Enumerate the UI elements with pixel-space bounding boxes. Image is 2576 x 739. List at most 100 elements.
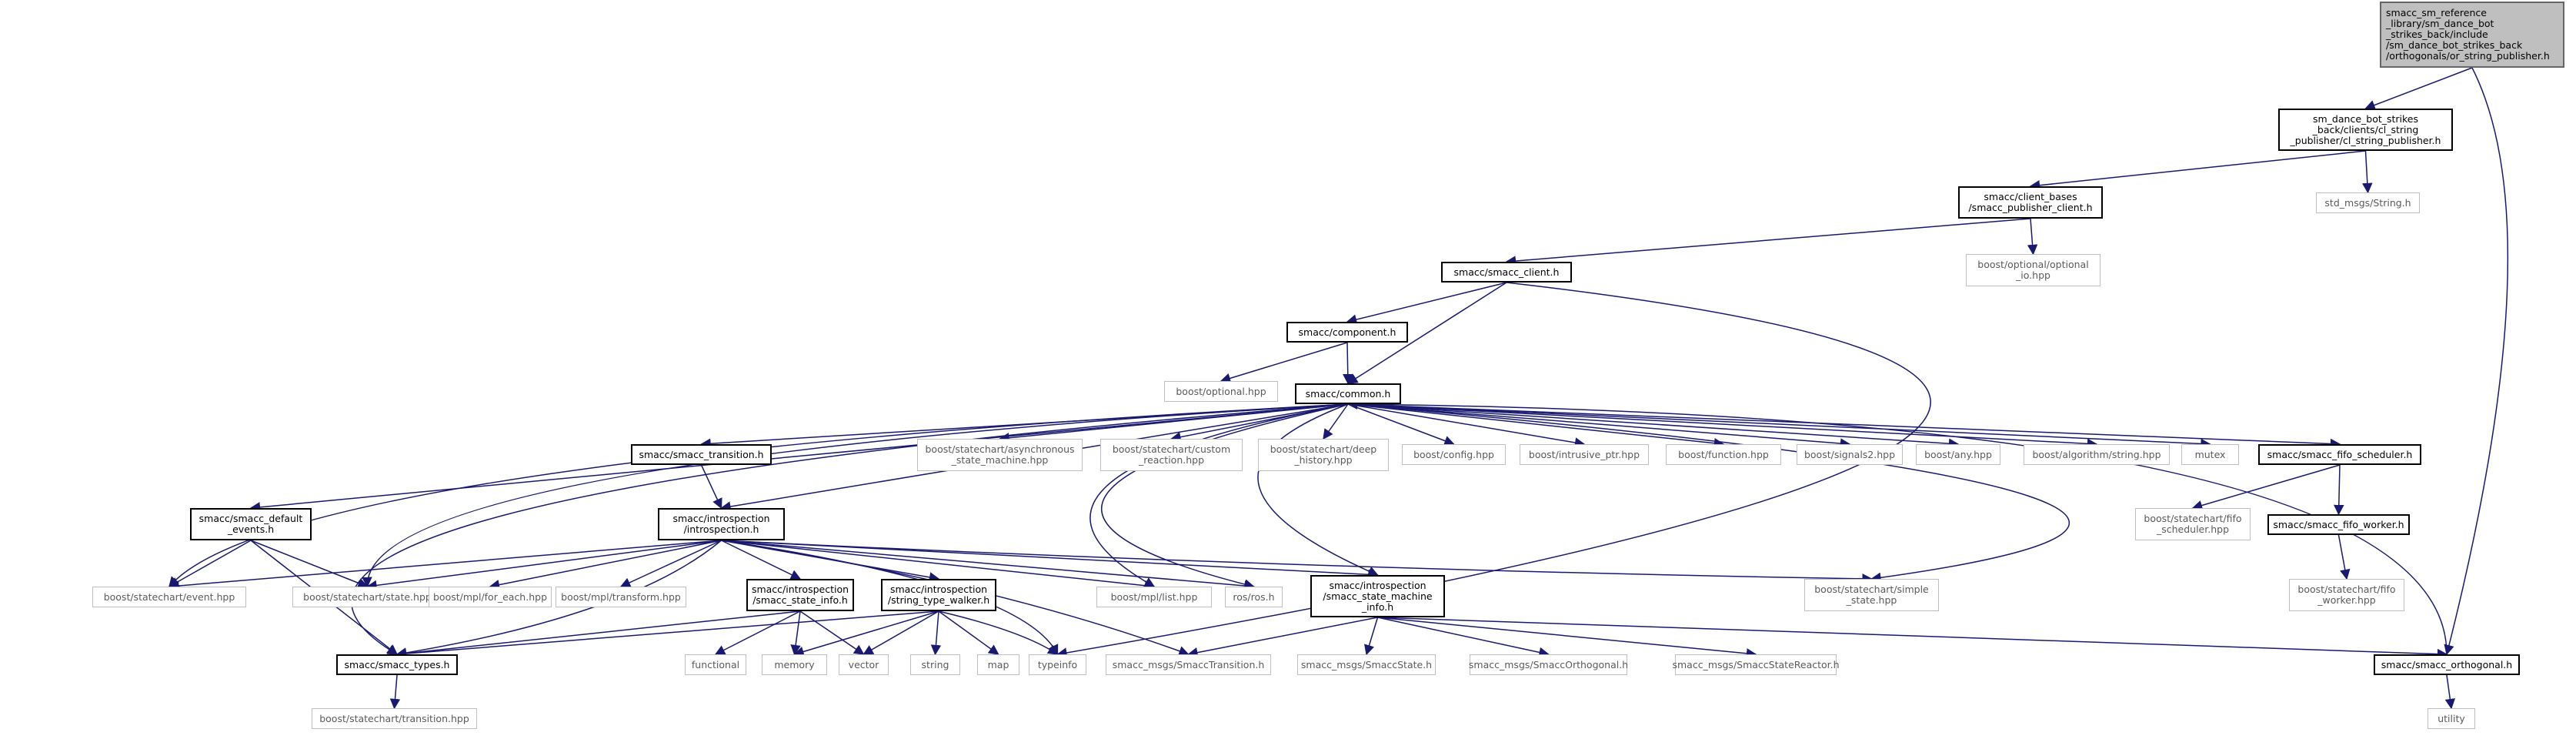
edge-introspection-to-mpl-list xyxy=(721,540,1156,591)
node-msg-transition[interactable]: smacc_msgs/SmaccTransition.h xyxy=(1106,654,1271,675)
node-label-line: functional xyxy=(691,658,740,670)
edge-common-to-state-hpp xyxy=(362,403,1349,588)
edge-introspection-to-event-hpp xyxy=(168,540,722,591)
node-common[interactable]: smacc/common.h xyxy=(1295,383,1401,404)
node-label-line: boost/config.hpp xyxy=(1413,448,1494,460)
edge-smacc-orthogonal-to-utility xyxy=(2444,674,2456,710)
edge-common-to-mpl-list xyxy=(1089,403,1349,587)
node-sm-info[interactable]: smacc/introspection/smacc_state_machine_… xyxy=(1310,575,1445,617)
node-type-walker[interactable]: smacc/introspection/string_type_walker.h xyxy=(881,579,996,611)
node-mutex[interactable]: mutex xyxy=(2181,444,2239,465)
edge-type-walker-to-map xyxy=(938,610,999,655)
node-fifo-scheduler[interactable]: smacc/smacc_fifo_scheduler.h xyxy=(2258,444,2421,465)
node-label-line: smacc_msgs/SmaccOrthogonal.h xyxy=(1468,658,1629,670)
node-label-line: string xyxy=(921,658,949,670)
node-label-line: /sm_dance_bot_strikes_back xyxy=(2386,39,2523,51)
node-bs-transition[interactable]: boost/statechart/transition.hpp xyxy=(312,708,477,729)
node-label-line: smacc/introspection xyxy=(889,584,988,595)
node-label-line: /introspection.h xyxy=(683,523,759,535)
node-label-line: smacc/introspection xyxy=(751,584,849,595)
node-custom-reaction[interactable]: boost/statechart/custom_reaction.hpp xyxy=(1100,439,1243,471)
edge-type-walker-to-typeinfo xyxy=(938,610,1059,655)
node-bs-fifo-scheduler[interactable]: boost/statechart/fifo_scheduler.hpp xyxy=(2135,508,2251,540)
node-label-line: boost/any.hpp xyxy=(1924,448,1992,460)
node-label-line: /string_type_walker.h xyxy=(887,594,990,606)
node-vector[interactable]: vector xyxy=(839,654,889,675)
edge-fifo-scheduler-to-fifo-worker xyxy=(2334,464,2344,516)
node-smacc-orthogonal[interactable]: smacc/smacc_orthogonal.h xyxy=(2374,654,2520,675)
node-smacc-types[interactable]: smacc/smacc_types.h xyxy=(336,654,458,675)
edge-sm-info-to-msg-state-reactor xyxy=(1377,617,1757,659)
node-optional-io[interactable]: boost/optional/optional_io.hpp xyxy=(1966,254,2101,286)
node-state-hpp[interactable]: boost/statechart/state.hpp xyxy=(292,587,442,607)
node-mpl-transform[interactable]: boost/mpl/transform.hpp xyxy=(556,587,686,607)
node-label-line: smacc/smacc_types.h xyxy=(344,658,450,670)
node-typeinfo[interactable]: typeinfo xyxy=(1029,654,1086,675)
node-label-line: /smacc_publisher_client.h xyxy=(1968,202,2093,213)
node-smacc-client[interactable]: smacc/smacc_client.h xyxy=(1441,262,1572,283)
edge-state-info-to-vector xyxy=(799,610,865,655)
node-label-line: /smacc_state_machine xyxy=(1323,590,1433,602)
node-async-sm[interactable]: boost/statechart/asynchronous_state_mach… xyxy=(917,439,1083,471)
node-algorithm-string[interactable]: boost/algorithm/string.hpp xyxy=(2024,444,2170,465)
node-label-line: smacc/introspection xyxy=(1329,579,1426,591)
edge-fifo-worker-to-bs-fifo-worker xyxy=(2337,534,2351,580)
node-signals2[interactable]: boost/signals2.hpp xyxy=(1797,444,1903,465)
node-std-msgs-string[interactable]: std_msgs/String.h xyxy=(2316,192,2420,213)
node-label-line: boost/statechart/fifo xyxy=(2144,513,2242,524)
node-label-line: _state_machine.hpp xyxy=(951,454,1049,466)
edge-root-to-cl-string-publisher xyxy=(2364,67,2473,110)
edge-smacc-publisher-client-to-optional-io xyxy=(2027,218,2038,256)
node-boost-any[interactable]: boost/any.hpp xyxy=(1916,444,2000,465)
node-msg-state-reactor[interactable]: smacc_msgs/SmaccStateReactor.h xyxy=(1672,654,1840,675)
node-simple-state[interactable]: boost/statechart/simple_state.hpp xyxy=(1804,579,1939,611)
edge-type-walker-to-vector xyxy=(863,610,939,655)
edge-fifo-scheduler-to-bs-fifo-scheduler xyxy=(2191,464,2341,511)
node-label-line: _io.hpp xyxy=(2016,269,2050,281)
node-mpl-list[interactable]: boost/mpl/list.hpp xyxy=(1096,587,1212,607)
node-string[interactable]: string xyxy=(910,654,960,675)
node-memory[interactable]: memory xyxy=(762,654,827,675)
node-smacc-publisher-client[interactable]: smacc/client_bases/smacc_publisher_clien… xyxy=(1958,186,2103,219)
edge-state-info-to-smacc-types xyxy=(395,610,801,659)
node-map[interactable]: map xyxy=(977,654,1019,675)
node-for-each[interactable]: boost/mpl/for_each.hpp xyxy=(429,587,552,607)
node-label-line: boost/optional.hpp xyxy=(1176,385,1266,397)
node-label-line: _events.h xyxy=(227,523,275,535)
node-bs-fifo-worker[interactable]: boost/statechart/fifo_worker.hpp xyxy=(2289,579,2404,611)
edge-common-to-intrusive-ptr xyxy=(1347,403,1586,448)
node-msg-state[interactable]: smacc_msgs/SmaccState.h xyxy=(1297,654,1436,675)
node-cl-string-publisher[interactable]: sm_dance_bot_strikes_back/clients/cl_str… xyxy=(2278,109,2453,151)
edge-common-to-boost-config xyxy=(1347,403,1455,446)
node-boost-function[interactable]: boost/function.hpp xyxy=(1666,444,1781,465)
edge-common-to-mutex xyxy=(1347,403,2211,450)
node-introspection[interactable]: smacc/introspection/introspection.h xyxy=(658,508,785,540)
node-label-line: smacc_sm_reference xyxy=(2386,7,2487,18)
edge-sm-info-to-msg-orthogonal xyxy=(1377,617,1550,658)
node-fifo-worker[interactable]: smacc/smacc_fifo_worker.h xyxy=(2267,514,2410,535)
node-component[interactable]: smacc/component.h xyxy=(1286,322,1408,343)
node-deep-history[interactable]: boost/statechart/deep_history.hpp xyxy=(1258,439,1389,471)
node-boost-optional[interactable]: boost/optional.hpp xyxy=(1164,381,1278,402)
node-intrusive-ptr[interactable]: boost/intrusive_ptr.hpp xyxy=(1520,444,1649,465)
node-ros-h[interactable]: ros/ros.h xyxy=(1225,587,1283,607)
edge-common-to-algorithm-string xyxy=(1347,403,2098,450)
edge-smacc-publisher-client-to-smacc-client xyxy=(1505,218,2031,266)
node-state-info[interactable]: smacc/introspection/smacc_state_info.h xyxy=(746,579,854,611)
node-msg-orthogonal[interactable]: smacc_msgs/SmaccOrthogonal.h xyxy=(1468,654,1629,675)
node-smacc-transition[interactable]: smacc/smacc_transition.h xyxy=(631,444,772,465)
node-event-hpp[interactable]: boost/statechart/event.hpp xyxy=(92,587,246,607)
edge-common-to-sm-info xyxy=(1257,403,1379,577)
node-boost-config[interactable]: boost/config.hpp xyxy=(1402,444,1506,465)
node-label-line: _back/clients/cl_string xyxy=(2312,123,2419,135)
node-utility[interactable]: utility xyxy=(2428,708,2475,729)
node-label-line: smacc/introspection xyxy=(672,513,770,524)
edge-common-to-simple-state xyxy=(1347,403,2070,584)
node-default-events[interactable]: smacc/smacc_default_events.h xyxy=(190,508,312,540)
node-functional[interactable]: functional xyxy=(685,654,746,675)
node-root[interactable]: smacc_sm_reference_library/sm_dance_bot_… xyxy=(2380,2,2564,68)
node-label-line: _reaction.hpp xyxy=(1138,454,1205,466)
node-label-line: utility xyxy=(2438,712,2465,724)
edge-common-to-default-events xyxy=(249,403,1349,513)
